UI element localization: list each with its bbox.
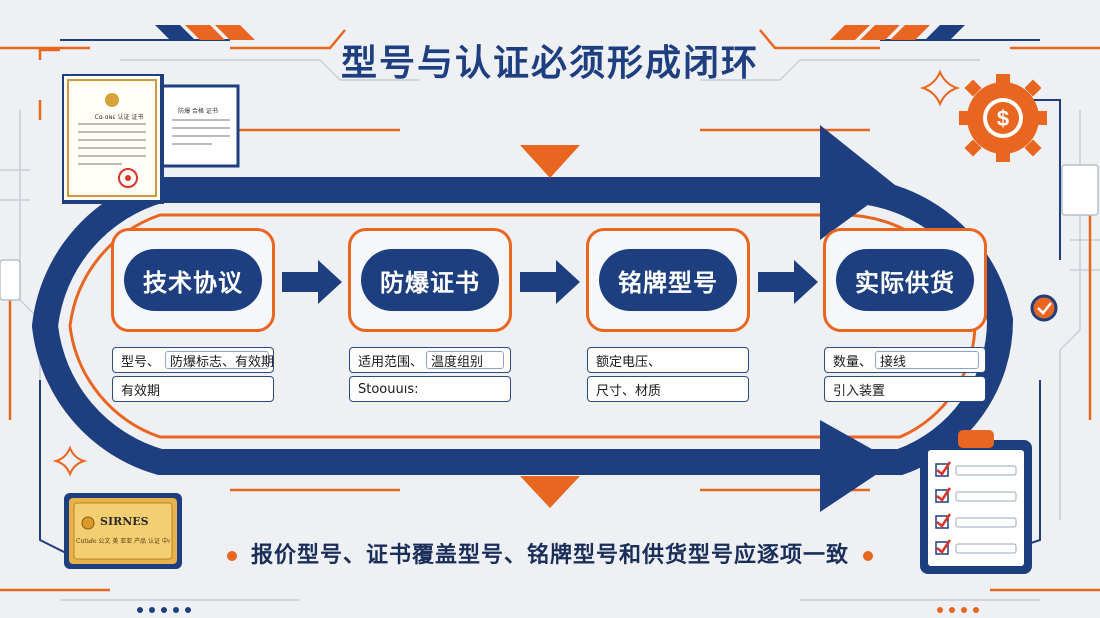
field-inner-text: 接线 — [875, 351, 979, 370]
stage-card-tech-agreement: 技术协议 — [111, 228, 275, 332]
stage-label: 技术协议 — [124, 249, 262, 311]
bottom-note: 报价型号、证书覆盖型号、铭牌型号和供货型号应逐项一致 — [0, 537, 1100, 569]
top-arrow-head — [820, 125, 895, 240]
corner-chevrons-navy — [155, 25, 965, 40]
svg-text:$: $ — [997, 106, 1009, 131]
gear-dollar-icon: $ — [959, 74, 1047, 162]
field-text: 额定电压、 — [596, 354, 662, 370]
stage-field: 型号、 防爆标志、有效期 — [112, 347, 274, 373]
field-text: 型号、 — [121, 354, 161, 370]
bottom-note-text: 报价型号、证书覆盖型号、铭牌型号和供货型号应逐项一致 — [250, 543, 849, 568]
stage-field: 数量、 接线 — [824, 347, 986, 373]
orange-accent-lines — [0, 29, 1100, 592]
side-panel-decoration — [0, 164, 1099, 301]
field-text: 尺寸、材质 — [596, 383, 662, 399]
plaque-illustration — [64, 493, 182, 569]
stage-field: Stoouuıs: — [349, 376, 511, 402]
field-text: 适用范围、 — [358, 354, 424, 370]
stage-label: 防爆证书 — [361, 249, 499, 311]
certificate-second-heading: 防爆 合格 证书 — [178, 108, 218, 115]
stage-card-actual-supply: 实际供货 — [823, 228, 987, 332]
stage-card-nameplate-model: 铭牌型号 — [586, 228, 750, 332]
certificate-illustration — [62, 74, 240, 204]
stage-label: 实际供货 — [836, 249, 974, 311]
stage-field: 引入装置 — [824, 376, 986, 402]
stage-arrows — [282, 260, 818, 304]
bottom-orange-triangle — [520, 476, 580, 508]
bullet-dot-icon — [226, 551, 237, 561]
field-inner-text: 防爆标志、有效期 — [165, 351, 273, 370]
field-text: 引入装置 — [833, 383, 886, 399]
field-text: 数量、 — [833, 354, 873, 370]
field-text: 有效期 — [121, 383, 161, 399]
corner-chevrons — [185, 25, 930, 40]
dot-row-left — [137, 607, 191, 613]
stage-field: 有效期 — [112, 376, 274, 402]
stage-field: 额定电压、 — [587, 347, 749, 373]
sparkle-icon — [52, 69, 961, 477]
stage-field: 适用范围、 温度组别 — [349, 347, 511, 373]
field-text: Stoouuıs: — [358, 381, 419, 397]
top-orange-triangle — [520, 145, 580, 178]
field-inner-text: 温度组别 — [426, 351, 504, 370]
stage-field: 尺寸、材质 — [587, 376, 749, 402]
plaque-title: SIRNES — [100, 515, 149, 528]
plaque-subtitle: Cɑtiⅆe 公文 美 亚亚 产品 认证 中心 — [76, 538, 170, 545]
bullet-dot-icon — [863, 551, 873, 561]
check-badge-icon — [1030, 294, 1058, 322]
checklist-clipboard-icon — [920, 430, 1032, 574]
certificate-heading: Cɑᵢ ɑɴɛ 认证 证书 — [94, 114, 144, 121]
page-title: 型号与认证必须形成闭环 — [340, 43, 759, 84]
bottom-arrow-head — [820, 420, 895, 512]
dot-row-right — [937, 607, 979, 613]
stage-card-explosion-proof-certificate: 防爆证书 — [348, 228, 512, 332]
stage-label: 铭牌型号 — [599, 249, 737, 311]
